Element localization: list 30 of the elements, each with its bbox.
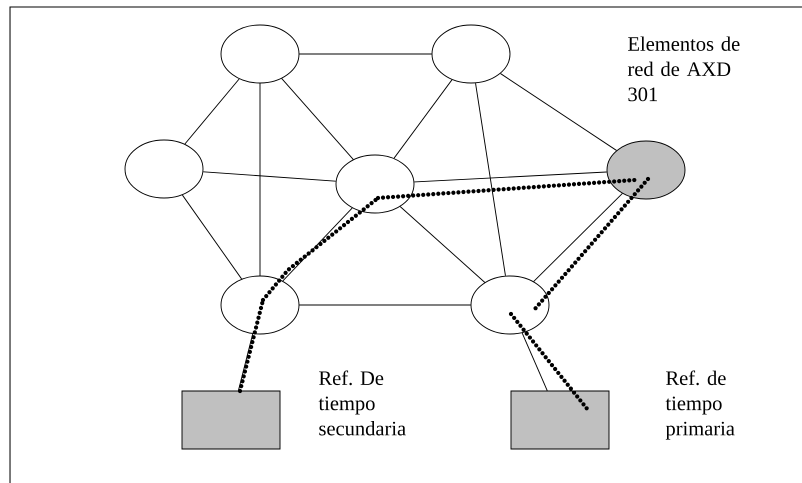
link-line — [182, 194, 242, 280]
sync-path — [532, 176, 650, 312]
sync-path — [376, 178, 638, 200]
label-text: Elementos de red de AXD 301 — [628, 36, 740, 102]
link-line — [299, 304, 471, 306]
network-element-ellipse — [220, 276, 300, 334]
network-element-ellipse — [606, 140, 686, 200]
link-line — [475, 82, 506, 276]
link-line — [281, 78, 354, 160]
network-element-ellipse — [432, 24, 510, 84]
network-element-ellipse — [220, 24, 300, 84]
sync-path — [260, 196, 380, 302]
network-element-ellipse — [336, 154, 414, 214]
time-reference-box — [510, 390, 610, 450]
link-line — [184, 78, 240, 144]
sync-path — [508, 312, 590, 412]
link-line — [238, 333, 254, 391]
caption-text: Ref. de tiempo primaria — [666, 370, 735, 440]
network-element-ellipse — [124, 140, 204, 198]
network-element-ellipse — [470, 276, 550, 334]
link-line — [414, 172, 608, 182]
link-line — [282, 208, 353, 282]
link-line — [400, 206, 486, 283]
caption-text: Ref. De tiempo secundaria — [318, 370, 406, 436]
link-line — [394, 79, 452, 159]
link-line — [202, 171, 336, 182]
link-line — [500, 73, 617, 151]
time-reference-box — [182, 390, 280, 450]
link-line — [533, 193, 623, 282]
link-line — [522, 332, 548, 391]
